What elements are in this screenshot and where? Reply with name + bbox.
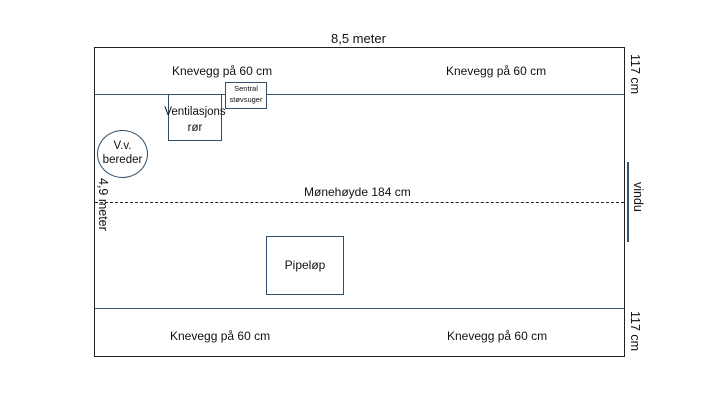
window-marker <box>627 162 629 242</box>
chimney-label: Pipeløp <box>284 258 326 272</box>
water-heater-line1: V.v. <box>113 140 132 152</box>
water-heater-line2: bereder <box>102 154 143 166</box>
ridge-line <box>95 202 624 203</box>
ventilation-line2: rør <box>187 122 203 134</box>
central-vacuum-line2: støvsuger <box>229 95 263 104</box>
central-vacuum-line1: Sentral <box>234 84 258 93</box>
window-label: vindu <box>631 182 645 212</box>
knee-wall-label-top-right: Knevegg på 60 cm <box>446 64 547 78</box>
ridge-height-label: Mønehøyde 184 cm <box>304 185 411 199</box>
ventilation-pipe-box <box>168 94 222 141</box>
plan-outline <box>94 47 625 357</box>
ventilation-pipe-label: Ventilasjons rør <box>162 104 228 136</box>
water-heater-label: V.v. bereder <box>97 139 148 167</box>
knee-wall-label-bottom-left: Knevegg på 60 cm <box>170 329 271 343</box>
knee-wall-label-bottom-right: Knevegg på 60 cm <box>447 329 548 343</box>
knee-wall-label-top-left: Knevegg på 60 cm <box>172 64 273 78</box>
ventilation-line1: Ventilasjons <box>164 106 226 118</box>
top-knee-wall-line <box>95 94 624 95</box>
water-heater-circle <box>97 130 148 178</box>
chimney-box <box>266 236 344 295</box>
depth-label: 4,9 meter <box>96 178 110 231</box>
bottom-knee-depth-label: 117 cm <box>628 311 642 352</box>
central-vacuum-label: Sentral støvsuger <box>225 83 267 105</box>
central-vacuum-box <box>225 82 267 109</box>
bottom-knee-wall-line <box>95 308 624 309</box>
top-knee-depth-label: 117 cm <box>628 54 642 95</box>
width-label: 8,5 meter <box>331 31 386 46</box>
